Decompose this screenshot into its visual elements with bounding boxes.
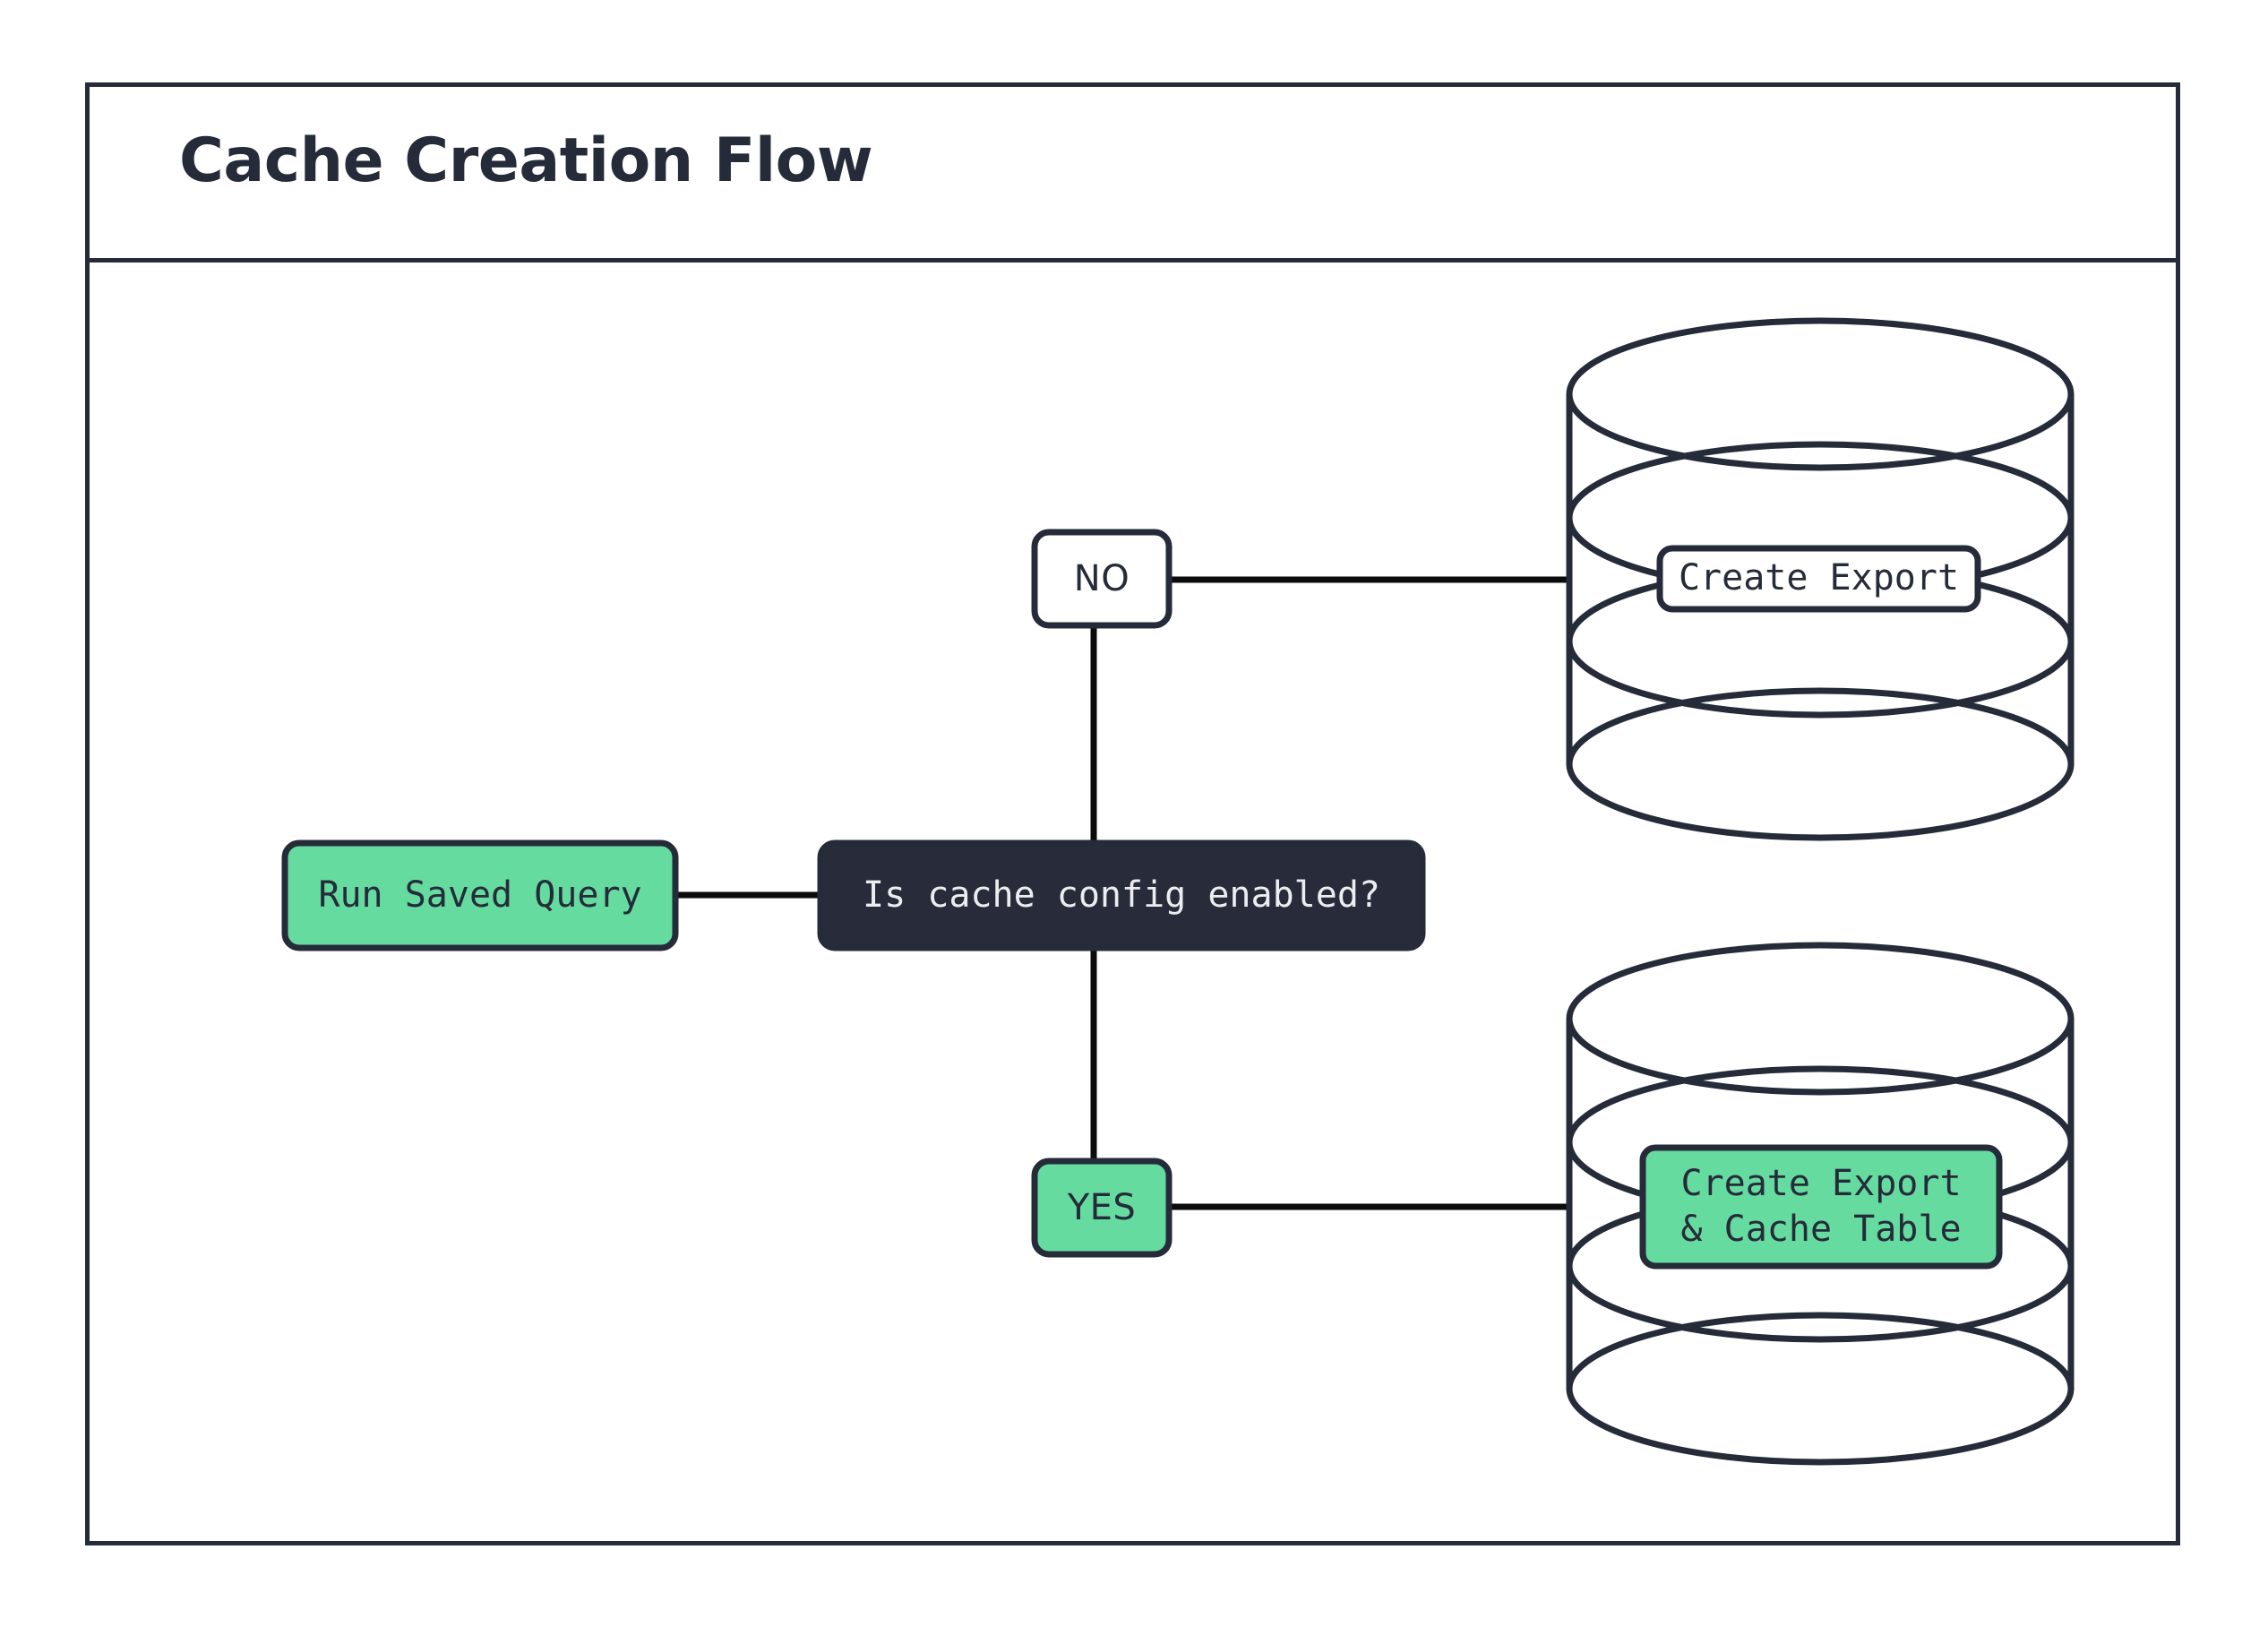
decision-node[interactable] — [817, 839, 1426, 951]
run-saved-query-node[interactable] — [281, 839, 679, 951]
diagram-frame-header — [85, 82, 2180, 263]
database-export-cylinder[interactable] — [1566, 317, 2075, 842]
database-export-cache-label-box[interactable] — [1639, 1144, 2003, 1270]
page-title: Cache Creation Flow — [179, 125, 873, 196]
branch-yes-node[interactable] — [1031, 1158, 1173, 1258]
database-export-label-box[interactable] — [1656, 545, 1981, 613]
branch-no-node[interactable] — [1031, 529, 1173, 629]
